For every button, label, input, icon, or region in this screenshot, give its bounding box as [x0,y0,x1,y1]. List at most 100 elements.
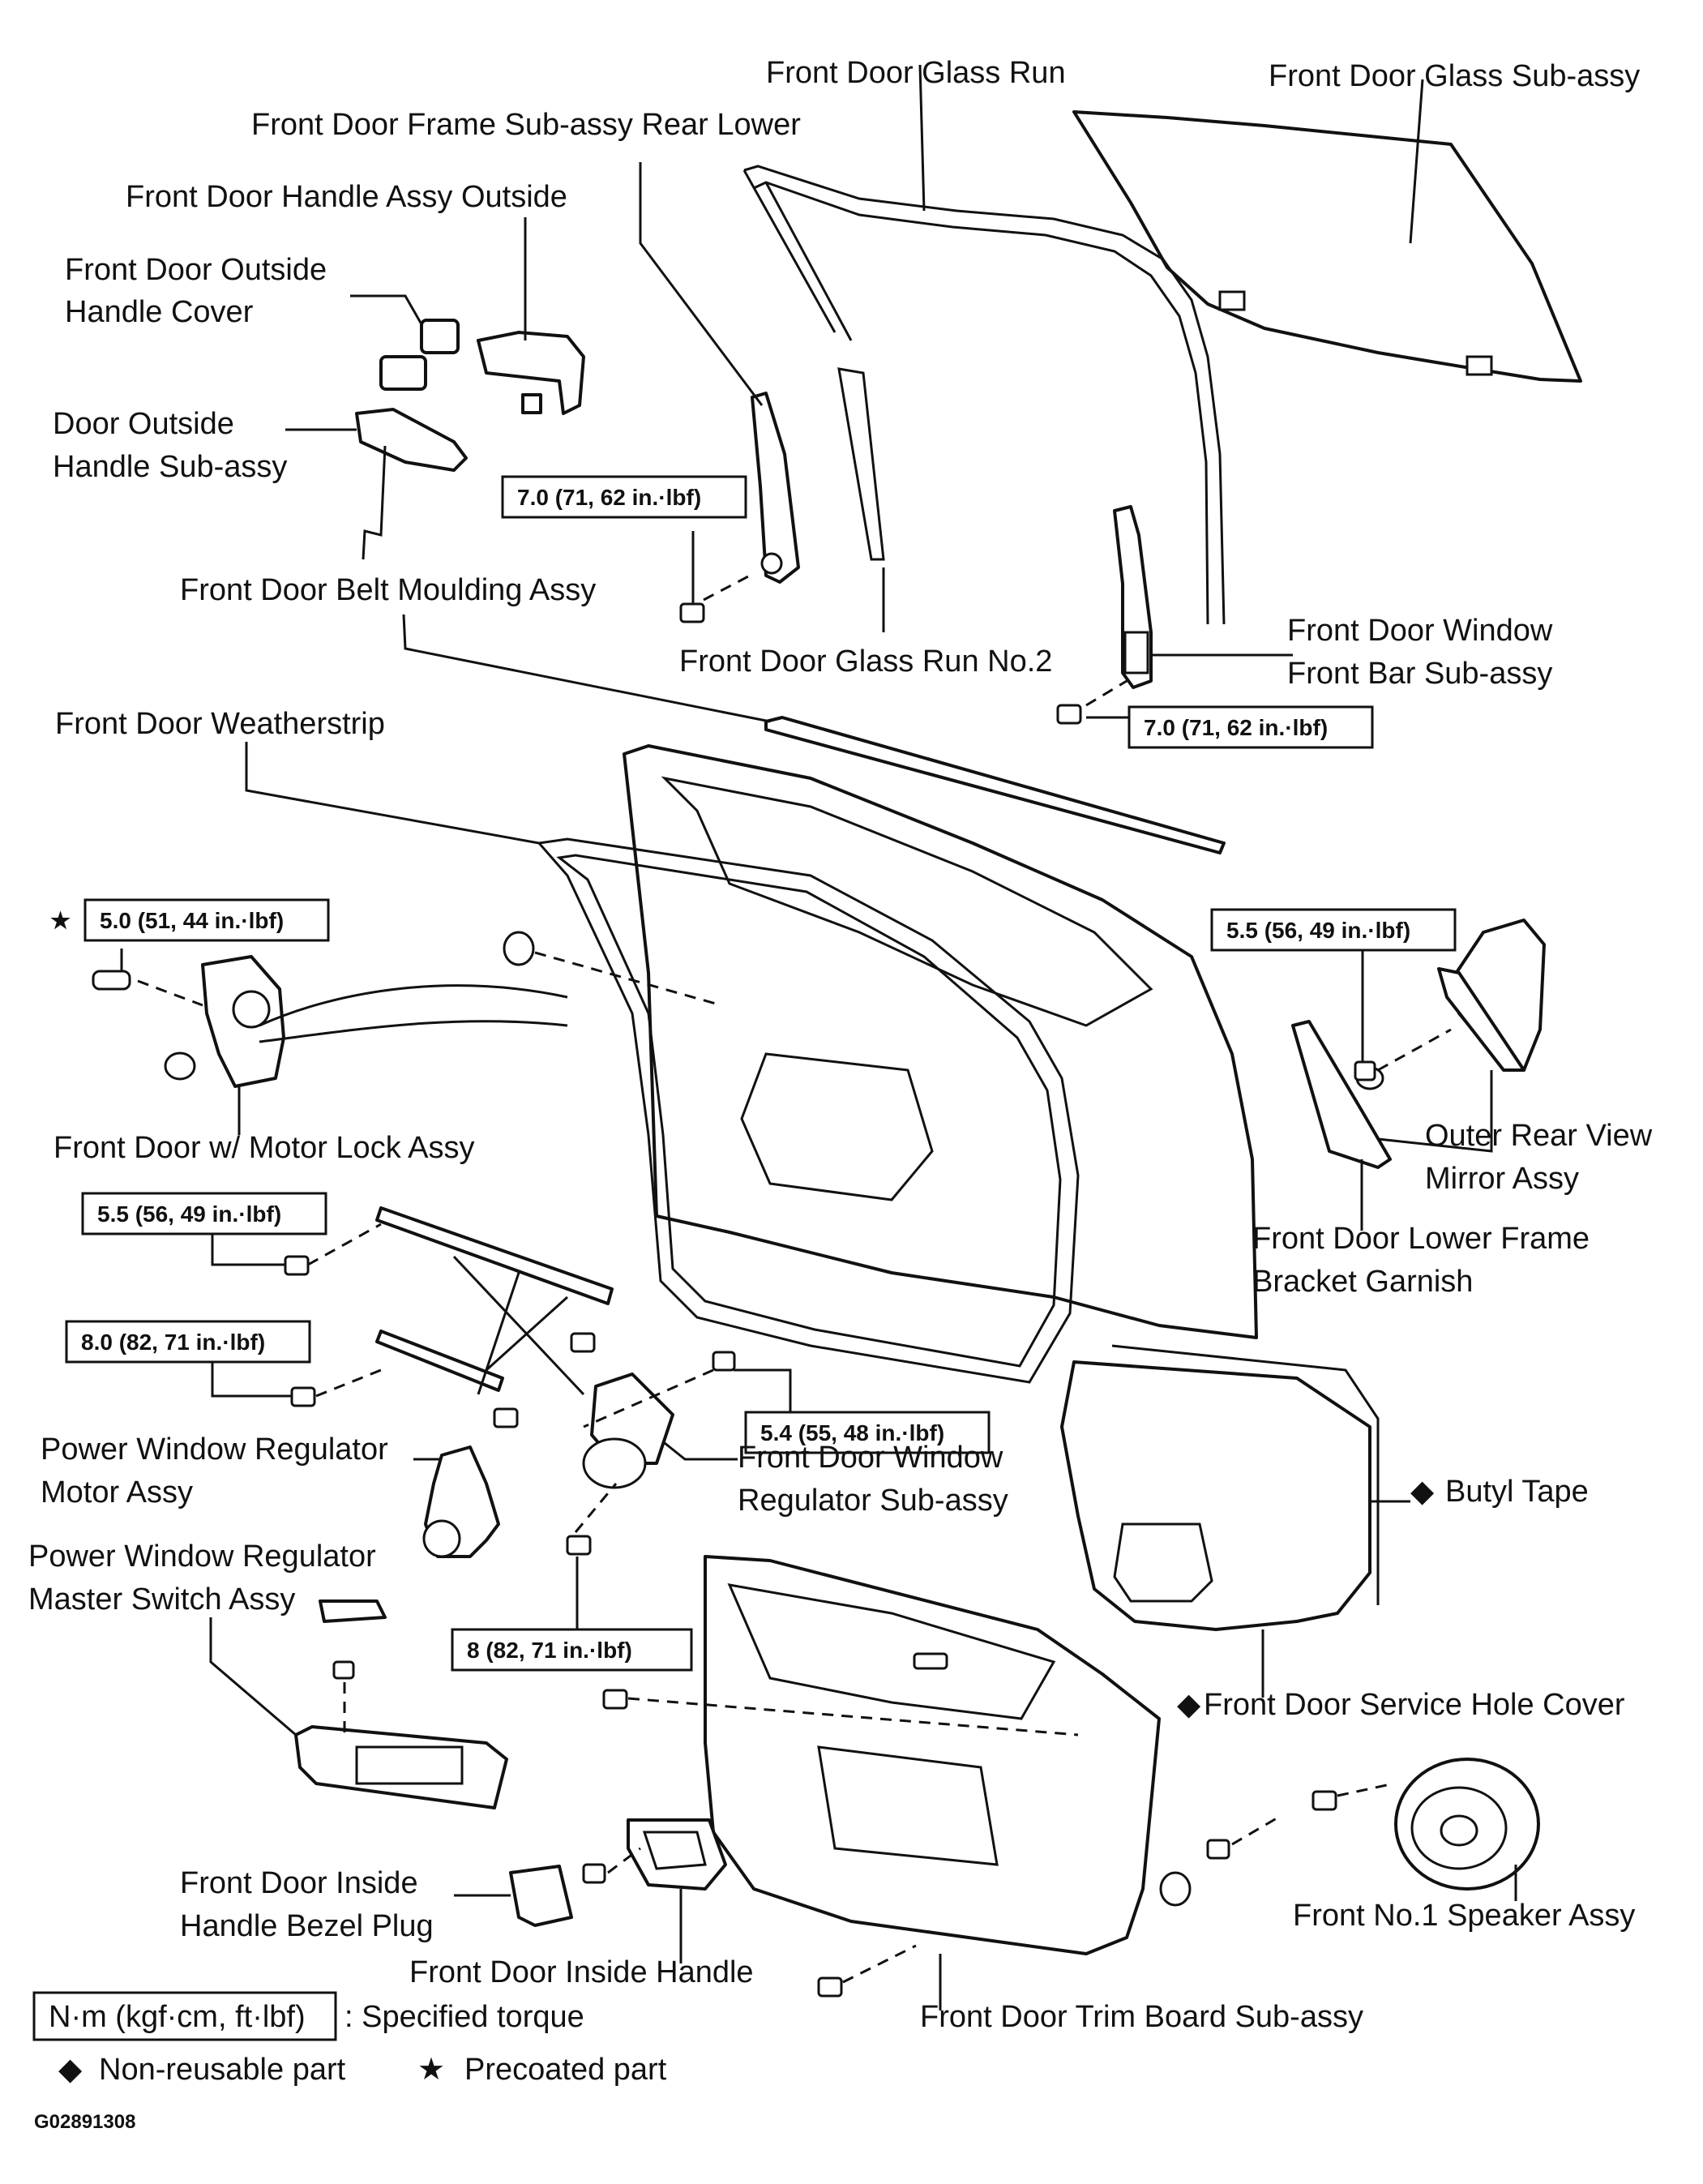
master-switch-drawing [294,1599,508,1809]
torque-box-regulator-lower: 8.0 (82, 71 in.·lbf) [65,1320,311,1364]
legend: N·m (kgf·cm, ft·lbf) : Specified torque … [32,1991,667,2133]
legend-non-reusable: Non-reusable part [99,2053,346,2087]
bolt-icon [712,1351,736,1372]
label-glass-run-no2: Front Door Glass Run No.2 [679,644,1052,679]
torque-box-lock-screw: ★ 5.0 (51, 44 in.·lbf) [50,898,330,942]
label-service-hole-cover: Front Door Service Hole Cover [1204,1688,1625,1722]
star-icon: ★ [50,908,71,933]
label-front-door-glass-sub-assy: Front Door Glass Sub-assy [1269,59,1640,93]
label-inside-handle: Front Door Inside Handle [409,1955,754,1989]
label-lower-frame-garnish-1: Front Door Lower Frame [1252,1222,1590,1256]
label-frame-rear-lower: Front Door Frame Sub-assy Rear Lower [251,108,801,142]
weatherstrip-drawing [537,837,1080,1384]
torque-box-regulator-bolt: 5.4 (55, 48 in.·lbf) [744,1411,991,1454]
bolt-icon [1056,704,1082,725]
label-regulator-motor-1: Power Window Regulator [41,1432,388,1467]
label-bezel-plug-2: Handle Bezel Plug [180,1909,434,1943]
legend-precoated: Precoated part [464,2053,667,2087]
torque-box-mirror-nut: 5.5 (56, 49 in.·lbf) [1210,908,1457,952]
screw-icon [1311,1790,1337,1811]
label-window-regulator-1: Front Door Window [738,1441,1003,1475]
label-door-outside-handle-1: Door Outside [53,407,234,441]
label-butyl-tape: Butyl Tape [1445,1475,1589,1509]
torque-box-front-bar-bolt: 7.0 (71, 62 in.·lbf) [1127,705,1374,749]
figure-code: G02891308 [34,2111,135,2133]
svg-text:5.4 (55, 48 in.·lbf): 5.4 (55, 48 in.·lbf) [760,1420,944,1445]
diamond-icon: ◆ [58,2053,83,2087]
front-door-glass-drawing [1072,110,1582,383]
star-icon: ★ [417,2053,445,2087]
front-door-glass-run-no2-drawing [837,367,885,561]
svg-text:8 (82, 71 in.·lbf): 8 (82, 71 in.·lbf) [467,1638,632,1663]
torque-boxes: 7.0 (71, 62 in.·lbf) 7.0 (71, 62 in.·lbf… [50,475,1457,1672]
label-front-door-glass-run: Front Door Glass Run [766,56,1066,90]
leader-lines [120,64,1517,2011]
nut-icon [1354,1060,1376,1081]
diamond-icon: ◆ [1410,1475,1435,1509]
label-mirror-1: Outer Rear View [1425,1119,1653,1153]
trim-board-drawing [704,1555,1161,1955]
screw-icon [602,1689,628,1710]
label-outside-handle-cover-1: Front Door Outside [65,253,327,287]
mirror-drawing [1355,919,1546,1090]
regulator-motor-drawing [422,1445,500,1558]
svg-text:7.0 (71, 62 in.·lbf): 7.0 (71, 62 in.·lbf) [517,485,701,510]
dashed-assembly-lines [137,574,1452,1984]
label-regulator-motor-2: Motor Assy [41,1475,193,1510]
screw-icon [817,1976,843,1998]
belt-moulding-drawing [764,716,1226,854]
torque-box-glass-run-bolt: 7.0 (71, 62 in.·lbf) [501,475,747,519]
bolt-icon [570,1332,596,1353]
label-master-switch-1: Power Window Regulator [28,1540,376,1574]
diamond-icon: ◆ [1177,1688,1201,1722]
door-panel-drawing [623,744,1258,1339]
label-master-switch-2: Master Switch Assy [28,1582,295,1617]
label-motor-lock: Front Door w/ Motor Lock Assy [53,1131,475,1165]
svg-text:5.5 (56, 49 in.·lbf): 5.5 (56, 49 in.·lbf) [1226,918,1410,943]
label-window-front-bar-1: Front Door Window [1287,614,1553,648]
service-hole-cover-drawing [1060,1344,1380,1631]
label-door-outside-handle-2: Handle Sub-assy [53,450,287,484]
screw-icon [1206,1839,1230,1860]
window-front-bar-drawing [1113,505,1153,689]
svg-text:8.0 (82, 71 in.·lbf): 8.0 (82, 71 in.·lbf) [81,1330,265,1355]
lower-frame-garnish-drawing [1291,1020,1392,1169]
speaker-drawing [1159,1758,1540,1907]
label-outside-handle-assy: Front Door Handle Assy Outside [126,180,567,214]
inside-handle-drawing [627,1818,727,1891]
bolt-icon [290,1386,316,1407]
legend-torque-text: : Specified torque [344,2000,584,2034]
label-speaker: Front No.1 Speaker Assy [1293,1899,1635,1933]
label-mirror-2: Mirror Assy [1425,1162,1579,1196]
torque-box-motor-bolt: 8 (82, 71 in.·lbf) [451,1628,693,1672]
bezel-plug-drawing [509,1865,573,1927]
part-labels: Front Door Glass Run Front Door Glass Su… [28,56,1653,2034]
screw-icon [582,1863,606,1884]
outside-handle-frame-drawing [355,408,468,560]
label-trim-board: Front Door Trim Board Sub-assy [920,2000,1363,2034]
window-regulator-drawing [375,1206,674,1489]
bolt-icon [284,1255,310,1276]
fasteners [284,602,1376,1998]
bolt-icon [566,1535,592,1556]
frame-rear-lower-drawing [751,392,800,584]
legend-torque-box [32,1991,337,2041]
screw-icon [332,1660,355,1680]
label-belt-moulding: Front Door Belt Moulding Assy [180,573,596,607]
svg-text:5.5 (56, 49 in.·lbf): 5.5 (56, 49 in.·lbf) [97,1201,281,1227]
label-lower-frame-garnish-2: Bracket Garnish [1252,1265,1473,1299]
label-window-regulator-2: Regulator Sub-assy [738,1484,1008,1518]
svg-text:7.0 (71, 62 in.·lbf): 7.0 (71, 62 in.·lbf) [1144,715,1328,740]
motor-lock-drawing [92,931,568,1088]
bolt-icon [679,602,705,623]
outside-handle-drawing [477,331,585,415]
torque-box-regulator-upper: 5.5 (56, 49 in.·lbf) [81,1192,327,1235]
svg-text:5.0 (51, 44 in.·lbf): 5.0 (51, 44 in.·lbf) [100,908,284,933]
label-window-front-bar-2: Front Bar Sub-assy [1287,657,1552,691]
front-door-glass-run-drawing [742,165,1226,625]
legend-torque-units: N·m (kgf·cm, ft·lbf) [49,2000,306,2034]
outside-handle-cover-drawing [379,319,460,391]
label-bezel-plug-1: Front Door Inside [180,1866,418,1900]
label-outside-handle-cover-2: Handle Cover [65,295,254,329]
